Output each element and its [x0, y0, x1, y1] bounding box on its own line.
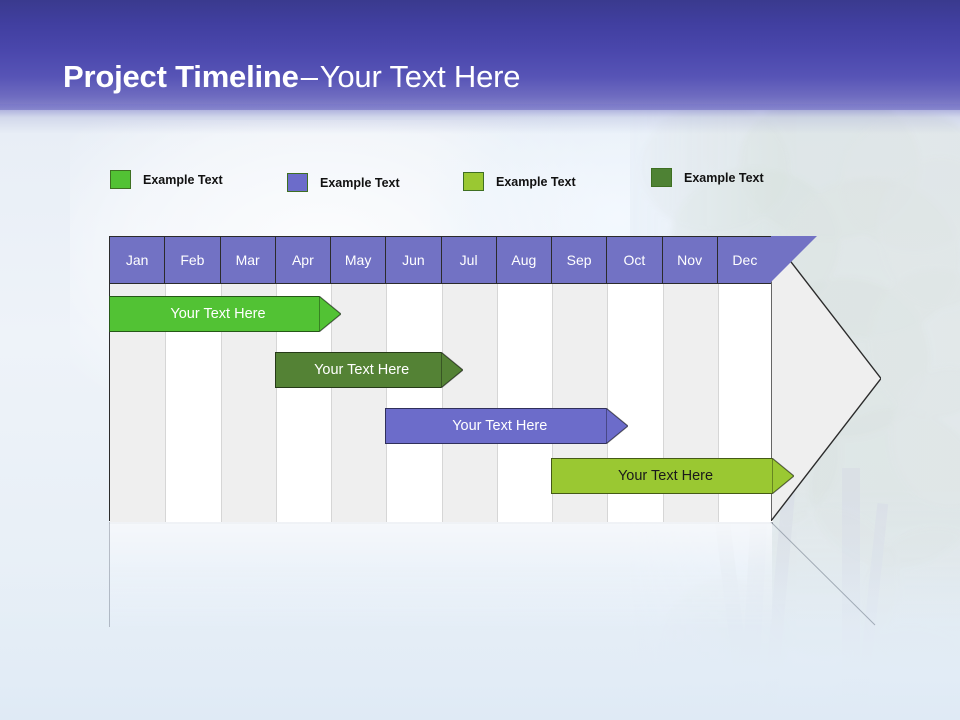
legend-item-label: Example Text — [496, 174, 576, 189]
legend-swatch-darkgreen — [651, 168, 672, 187]
month-header-oct[interactable]: Oct — [607, 237, 663, 283]
arrow-head-header-wedge — [771, 236, 817, 282]
task-bar-body — [274, 352, 441, 388]
task-bar-arrow-tip — [318, 296, 341, 332]
month-header-jan[interactable]: Jan — [110, 237, 166, 283]
page-title-strong: Project Timeline — [63, 59, 299, 94]
month-header-sep[interactable]: Sep — [552, 237, 608, 283]
legend-item-label: Example Text — [143, 172, 223, 187]
timeline-arrow-head — [771, 236, 881, 521]
month-header-nov[interactable]: Nov — [662, 237, 718, 283]
timeline-column-separator — [552, 237, 553, 522]
task-bar-1[interactable]: Your Text Here — [109, 296, 341, 332]
task-bar-arrow-tip — [440, 352, 463, 388]
timeline-column-aug — [496, 237, 552, 522]
timeline-column-separator — [220, 237, 222, 522]
legend-swatch-lime — [463, 172, 484, 191]
page-title-rest: Your Text Here — [319, 59, 521, 94]
legend-item-label: Example Text — [684, 170, 764, 185]
task-bar-arrow-tip — [772, 458, 794, 494]
task-bar-4[interactable]: Your Text Here — [551, 458, 794, 494]
timeline-column-separator — [717, 237, 719, 522]
task-bar-2[interactable]: Your Text Here — [274, 352, 463, 388]
task-bar-label: Your Text Here — [314, 362, 410, 378]
legend-swatch-green — [110, 170, 131, 189]
month-header-mar[interactable]: Mar — [220, 237, 276, 283]
legend-item-1[interactable]: Example Text — [110, 170, 223, 189]
reflection-diagonal — [770, 522, 876, 626]
reflection-fill — [109, 522, 772, 627]
task-bar-label: Your Text Here — [452, 418, 548, 434]
month-header-aug[interactable]: Aug — [496, 237, 552, 283]
task-bar-body — [109, 296, 319, 332]
month-header-jun[interactable]: Jun — [386, 237, 442, 283]
timeline-column-separator — [607, 237, 609, 522]
page-title-separator: – — [300, 59, 318, 94]
month-header-may[interactable]: May — [331, 237, 387, 283]
task-bar-label: Your Text Here — [617, 468, 714, 484]
task-bar-arrow-tip — [606, 408, 629, 444]
title-banner — [0, 0, 960, 110]
month-header-underline — [110, 283, 773, 284]
page-title: Project Timeline–Your Text Here — [63, 58, 520, 96]
legend-item-4[interactable]: Example Text — [651, 168, 764, 187]
title-banner-fade — [0, 104, 960, 134]
timeline-column-jan — [110, 237, 166, 522]
legend-item-2[interactable]: Example Text — [287, 173, 400, 192]
task-bar-3[interactable]: Your Text Here — [385, 408, 629, 444]
arrow-head-shape — [771, 236, 881, 521]
timeline-reflection — [109, 522, 881, 627]
legend-item-3[interactable]: Example Text — [463, 172, 576, 191]
month-header-dec[interactable]: Dec — [717, 237, 773, 283]
month-header-feb[interactable]: Feb — [165, 237, 221, 283]
timeline-column-separator — [662, 237, 664, 522]
legend-item-label: Example Text — [320, 175, 400, 190]
month-header-apr[interactable]: Apr — [275, 237, 331, 283]
legend-swatch-purple — [287, 173, 308, 192]
timeline-column-separator — [496, 237, 498, 522]
timeline-column-feb — [165, 237, 221, 522]
task-bar-label: Your Text Here — [170, 306, 266, 322]
task-bar-body — [385, 408, 607, 444]
timeline-column-mar — [220, 237, 276, 522]
timeline-column-separator — [165, 237, 167, 522]
task-bar-body — [551, 458, 772, 494]
month-header-jul[interactable]: Jul — [441, 237, 497, 283]
